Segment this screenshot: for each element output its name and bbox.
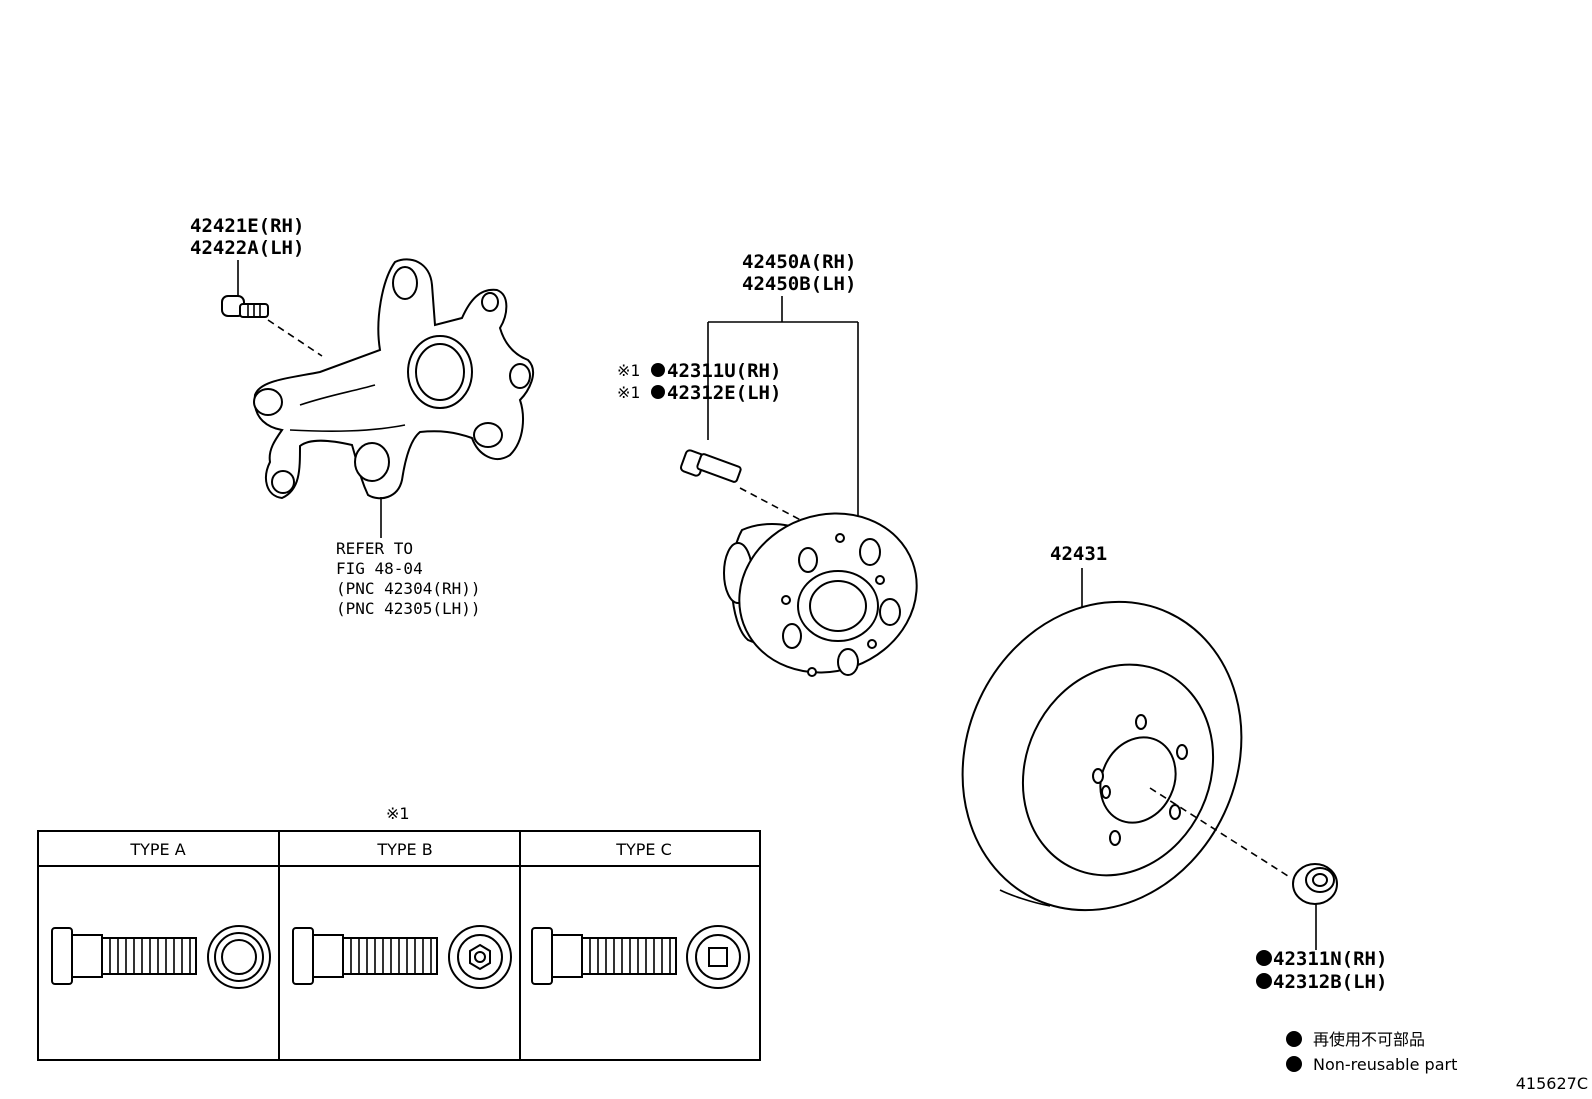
refer-line-3[interactable]: (PNC 42304(RH)) [336,579,481,598]
label-42450b[interactable]: 42450B(LH) [742,273,856,295]
hub-nut-part[interactable] [1292,863,1338,950]
type-b-header: TYPE B [376,840,432,859]
hub-callout: 42450A(RH) 42450B(LH) [707,251,859,516]
type-c-stud-drawing[interactable] [531,925,750,989]
type-table-note-mark: ※1 [386,804,410,823]
hub-stud-callout: ※1 42311U(RH) ※1 42312E(LH) [617,360,781,404]
label-42311u[interactable]: 42311U(RH) [667,360,781,382]
steering-knuckle-part[interactable] [253,258,534,500]
figure-id: 415627C [1516,1074,1588,1093]
non-reusable-dot-icon [1286,1056,1302,1072]
knuckle-bolt-part[interactable] [221,295,323,357]
disc-callout: 42431 [1050,543,1107,610]
legend-english: Non-reusable part [1313,1055,1457,1074]
hub-bearing-part[interactable] [717,489,939,697]
label-42312e[interactable]: 42312E(LH) [667,382,781,404]
type-c-header: TYPE C [615,840,672,859]
label-42311n[interactable]: 42311N(RH) [1273,948,1387,970]
non-reusable-dot-icon [1256,973,1272,989]
type-table: ※1 TYPE A TYPE B TYPE C [37,804,761,1061]
refer-line-1: REFER TO [336,539,413,558]
label-42422a[interactable]: 42422A(LH) [190,237,304,259]
non-reusable-dot-icon [651,363,665,377]
label-42431[interactable]: 42431 [1050,543,1107,565]
type-b-stud-drawing[interactable] [292,925,512,989]
non-reusable-dot-icon [1256,950,1272,966]
label-42312b[interactable]: 42312B(LH) [1273,971,1387,993]
non-reusable-dot-icon [651,385,665,399]
non-reusable-dot-icon [1286,1031,1302,1047]
label-42421e[interactable]: 42421E(RH) [190,215,304,237]
refer-line-4[interactable]: (PNC 42305(LH)) [336,599,481,618]
refer-line-2[interactable]: FIG 48-04 [336,559,423,578]
legend: 再使用不可部品 Non-reusable part [1286,1030,1457,1074]
legend-japanese: 再使用不可部品 [1313,1030,1425,1049]
knuckle-bolt-callout: 42421E(RH) 42422A(LH) [190,215,304,296]
type-a-stud-drawing[interactable] [51,925,271,989]
refer-callout: REFER TO FIG 48-04 (PNC 42304(RH)) (PNC … [336,497,481,618]
hub-nut-callout: 42311N(RH) 42312B(LH) [1256,948,1387,993]
disc-rotor-part[interactable] [913,556,1291,957]
stud-rh-mark: ※1 [617,361,640,380]
stud-lh-mark: ※1 [617,383,640,402]
type-a-header: TYPE A [129,840,185,859]
hub-stud-part[interactable] [679,449,813,527]
label-42450a[interactable]: 42450A(RH) [742,251,856,273]
